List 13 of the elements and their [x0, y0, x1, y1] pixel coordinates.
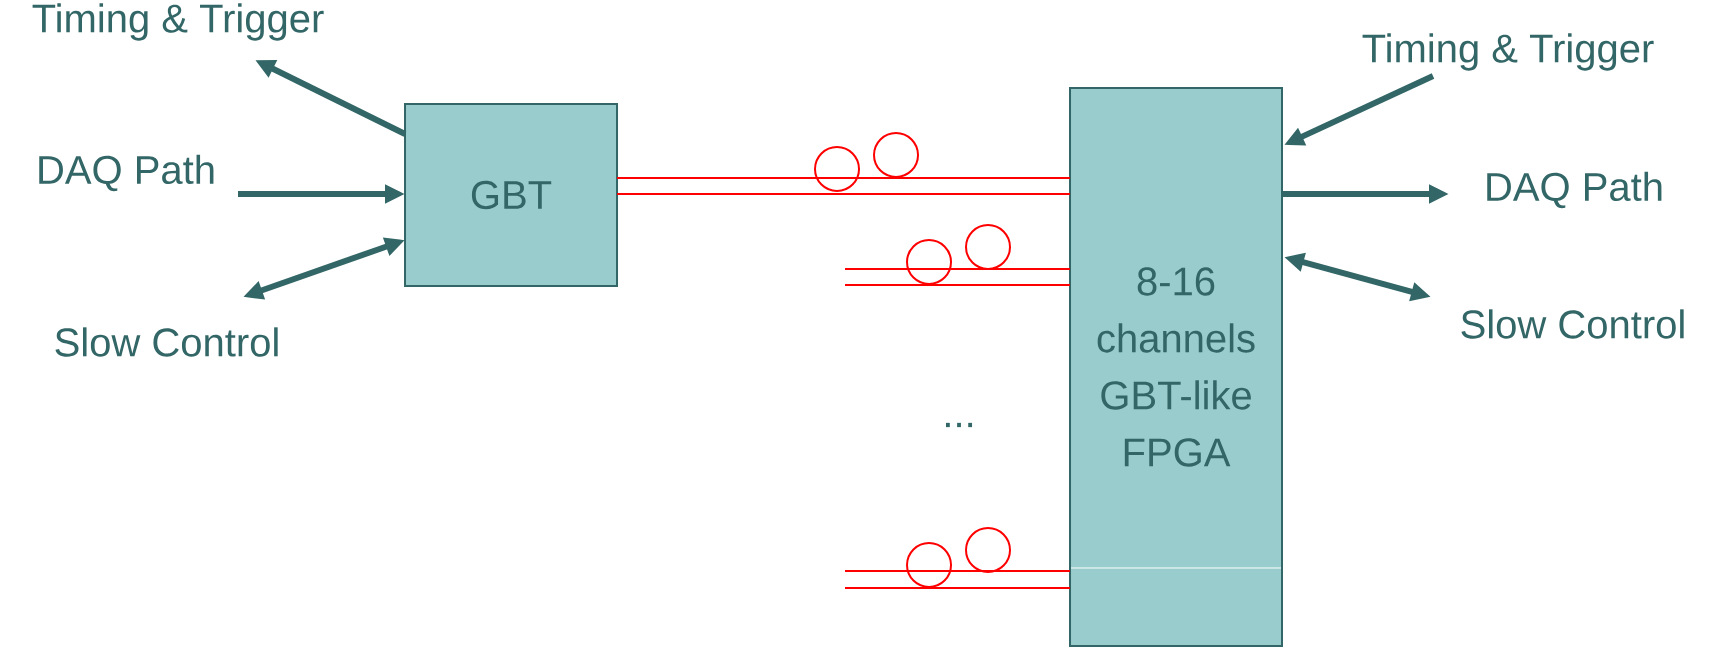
fiber-line [616, 193, 1071, 195]
text-label: Slow Control [1461, 309, 1684, 339]
fiber-line [844, 570, 1071, 572]
text-label: DAQ Path [39, 154, 214, 192]
ellipsis-label: ... [946, 422, 973, 428]
fiber-line [844, 268, 1071, 270]
text-label: DAQ Path [1487, 171, 1662, 209]
text-label: Slow Control [55, 327, 278, 357]
text-label: Timing & Trigger [1362, 33, 1654, 71]
text-label: Timing & Trigger [32, 3, 324, 41]
process-box: 8-16 channels GBT-like FPGA [1069, 87, 1283, 647]
fiber-line [616, 177, 1071, 179]
process-box: GBT [404, 103, 618, 287]
